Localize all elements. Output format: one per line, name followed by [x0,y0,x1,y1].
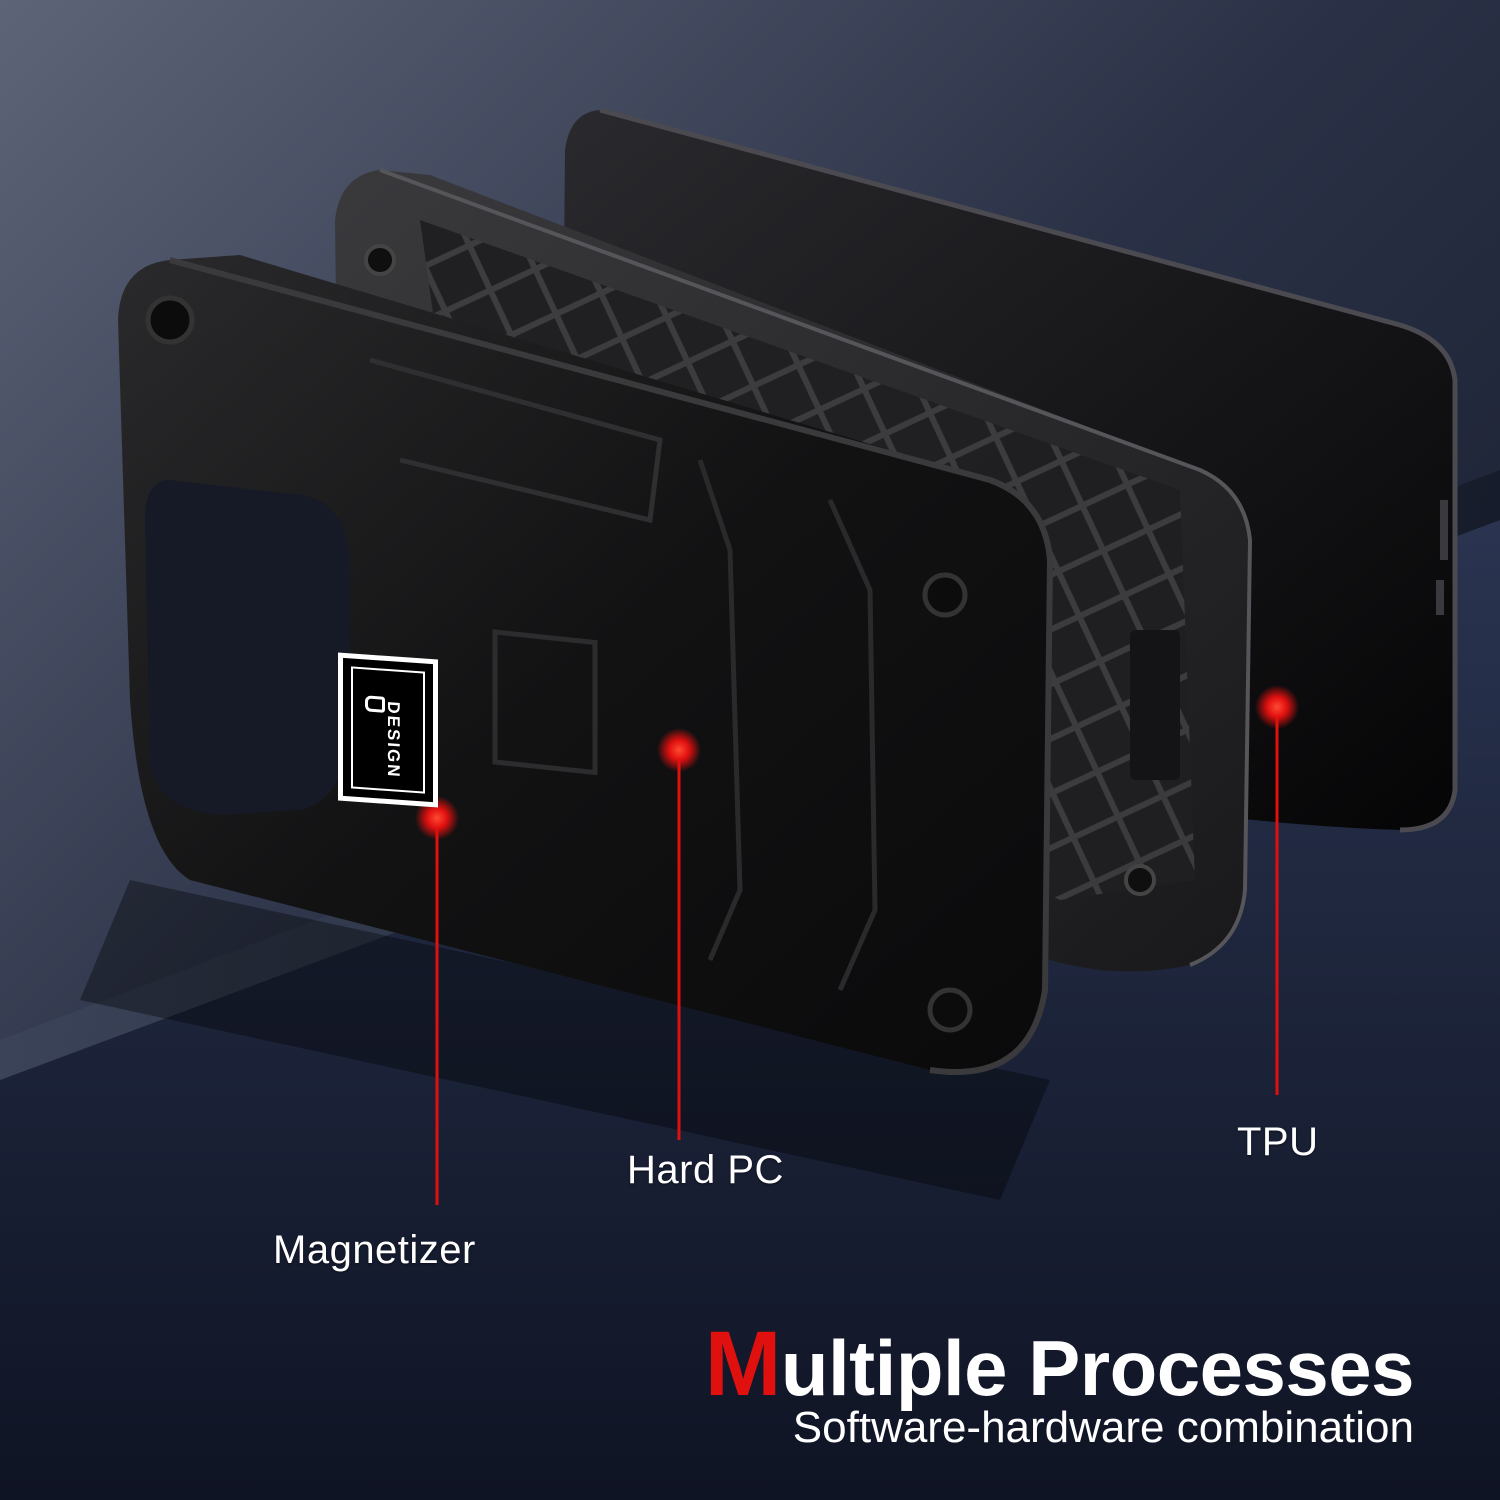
shield-logo-icon [365,695,385,713]
callout-dot-hard-pc [657,728,701,772]
badge-text: DESIGN [384,700,403,780]
subline: Software-hardware combination [792,1403,1414,1452]
reflection [80,880,1050,1200]
headline-rest: ultiple Processes [780,1324,1415,1412]
callout-dot-tpu [1255,685,1299,729]
headline-first-letter: M [704,1313,782,1415]
callout-label-hard-pc: Hard PC [627,1148,784,1192]
hard-pc-case [118,255,1054,1076]
callout-dot-magnetizer [415,796,459,840]
callout-label-magnetizer: Magnetizer [273,1228,476,1272]
headline: Multiple Processes [704,1312,1415,1417]
brand-badge: DESIGN [338,652,438,808]
callout-label-tpu: TPU [1237,1120,1319,1164]
